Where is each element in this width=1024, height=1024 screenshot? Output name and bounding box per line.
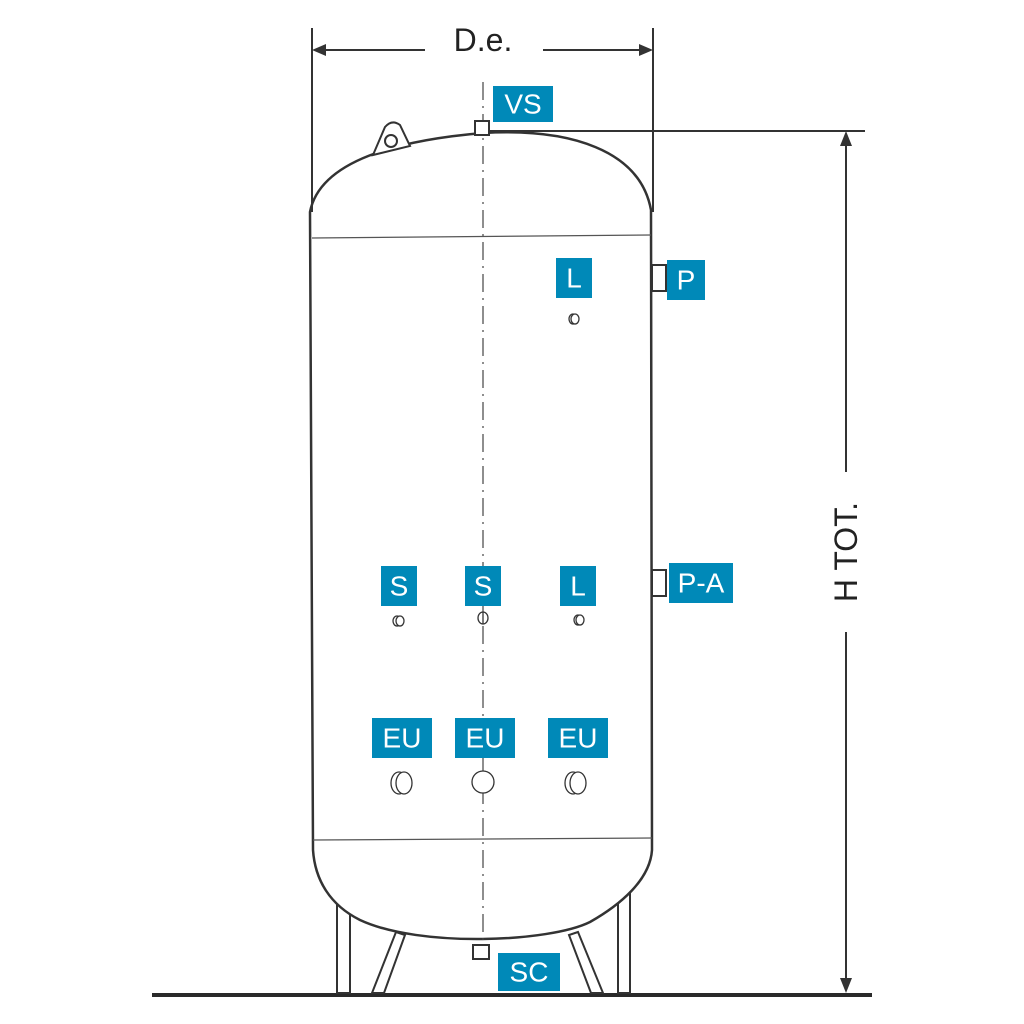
label-sensor-left: S	[381, 566, 417, 606]
label-sensor-center: S	[465, 566, 501, 606]
label-vent: VS	[493, 86, 553, 122]
label-outlet-left: EU	[372, 718, 432, 758]
svg-text:S: S	[474, 571, 493, 602]
vent-fitting	[474, 120, 490, 136]
sockets	[390, 313, 587, 795]
svg-text:SC: SC	[510, 957, 549, 988]
diameter-dimension	[311, 28, 654, 212]
label-outlet-right: EU	[548, 718, 608, 758]
label-drain: SC	[498, 953, 560, 991]
sensor-left-socket	[392, 615, 405, 627]
label-level-lower: L	[560, 566, 596, 606]
pressure-switch-fitting	[651, 569, 667, 597]
outlet-left-socket	[390, 771, 413, 795]
svg-text:P-A: P-A	[678, 568, 725, 599]
tank-body	[308, 131, 654, 941]
label-pressure-switch: P-A	[669, 563, 733, 603]
leg-right-inner	[567, 930, 605, 994]
leg-left-inner	[370, 930, 407, 994]
lifting-lug	[371, 121, 412, 157]
upper-weld-seam	[311, 234, 652, 239]
svg-text:EU: EU	[383, 723, 422, 754]
label-pressure-gauge: P	[667, 260, 705, 300]
pressure-gauge-fitting	[651, 264, 667, 292]
svg-text:S: S	[390, 571, 409, 602]
label-level-upper: L	[556, 258, 592, 298]
svg-text:L: L	[566, 263, 582, 294]
level-lower-socket	[573, 614, 585, 626]
height-label: H TOT.	[828, 502, 864, 602]
svg-text:L: L	[570, 571, 586, 602]
height-dimension	[489, 130, 865, 993]
sensor-center-socket	[477, 611, 489, 625]
svg-text:EU: EU	[466, 723, 505, 754]
drain-fitting	[472, 944, 490, 960]
svg-text:P: P	[677, 265, 696, 296]
outlet-center-socket	[471, 770, 495, 794]
svg-text:VS: VS	[504, 89, 541, 120]
diameter-label: D.e.	[454, 22, 513, 58]
svg-text:EU: EU	[559, 723, 598, 754]
outlet-right-socket	[564, 771, 587, 795]
level-upper-socket	[568, 313, 580, 325]
label-outlet-center: EU	[455, 718, 515, 758]
lower-weld-seam	[312, 837, 653, 841]
